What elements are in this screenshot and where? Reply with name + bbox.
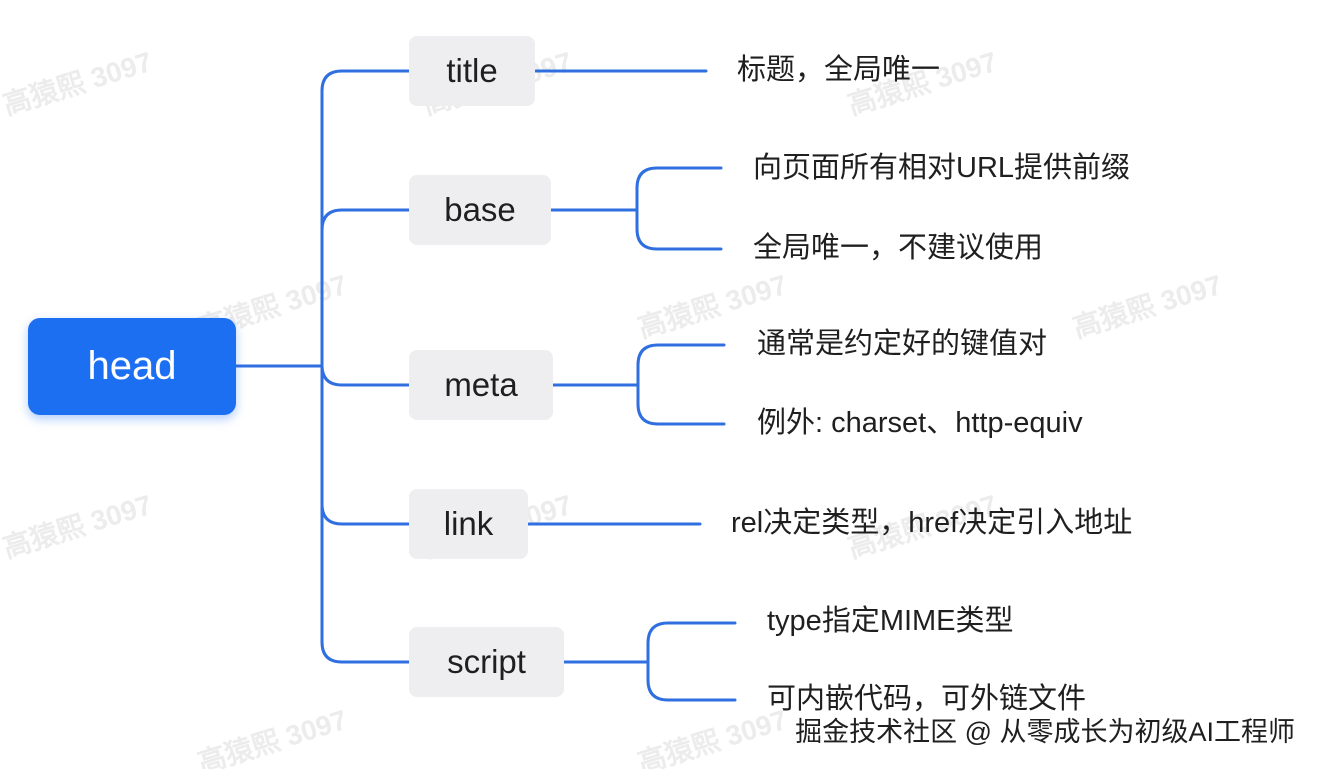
leaf-meta-0: 通常是约定好的键值对 — [757, 328, 1048, 360]
root-node-label: head — [87, 344, 177, 388]
connector-script-bracket — [562, 621, 737, 702]
branch-label: base — [444, 191, 516, 228]
connector-meta-bracket — [551, 343, 726, 426]
branch-node-link: link — [409, 489, 528, 559]
leaf-script-0: type指定MIME类型 — [767, 605, 1014, 637]
connector-to-base — [320, 208, 411, 232]
branch-label: script — [447, 643, 526, 680]
leaf-link-0: rel决定类型，href决定引入地址 — [731, 507, 1133, 539]
branch-node-base: base — [409, 175, 551, 245]
branch-node-script: script — [409, 627, 564, 697]
branch-label: link — [443, 505, 494, 542]
branch-label: meta — [444, 366, 518, 403]
connector-trunk — [320, 69, 411, 664]
connector-base-bracket — [549, 166, 723, 251]
root-node-head: head — [28, 318, 236, 415]
leaf-meta-1: 例外: charset、http-equiv — [757, 407, 1083, 439]
leaf-base-1: 全局唯一，不建议使用 — [753, 232, 1044, 264]
branch-node-title: title — [409, 36, 535, 106]
branch-node-meta: meta — [409, 350, 553, 420]
leaf-title-0: 标题，全局唯一 — [737, 54, 941, 86]
leaf-base-0: 向页面所有相对URL提供前缀 — [753, 152, 1131, 184]
connector-to-meta — [320, 363, 411, 387]
leaf-script-1: 可内嵌代码，可外链文件 — [767, 683, 1087, 715]
footer-credit: 掘金技术社区 @ 从零成长为初级AI工程师 — [795, 717, 1295, 747]
branch-label: title — [446, 52, 498, 89]
connector-to-link — [320, 502, 411, 526]
